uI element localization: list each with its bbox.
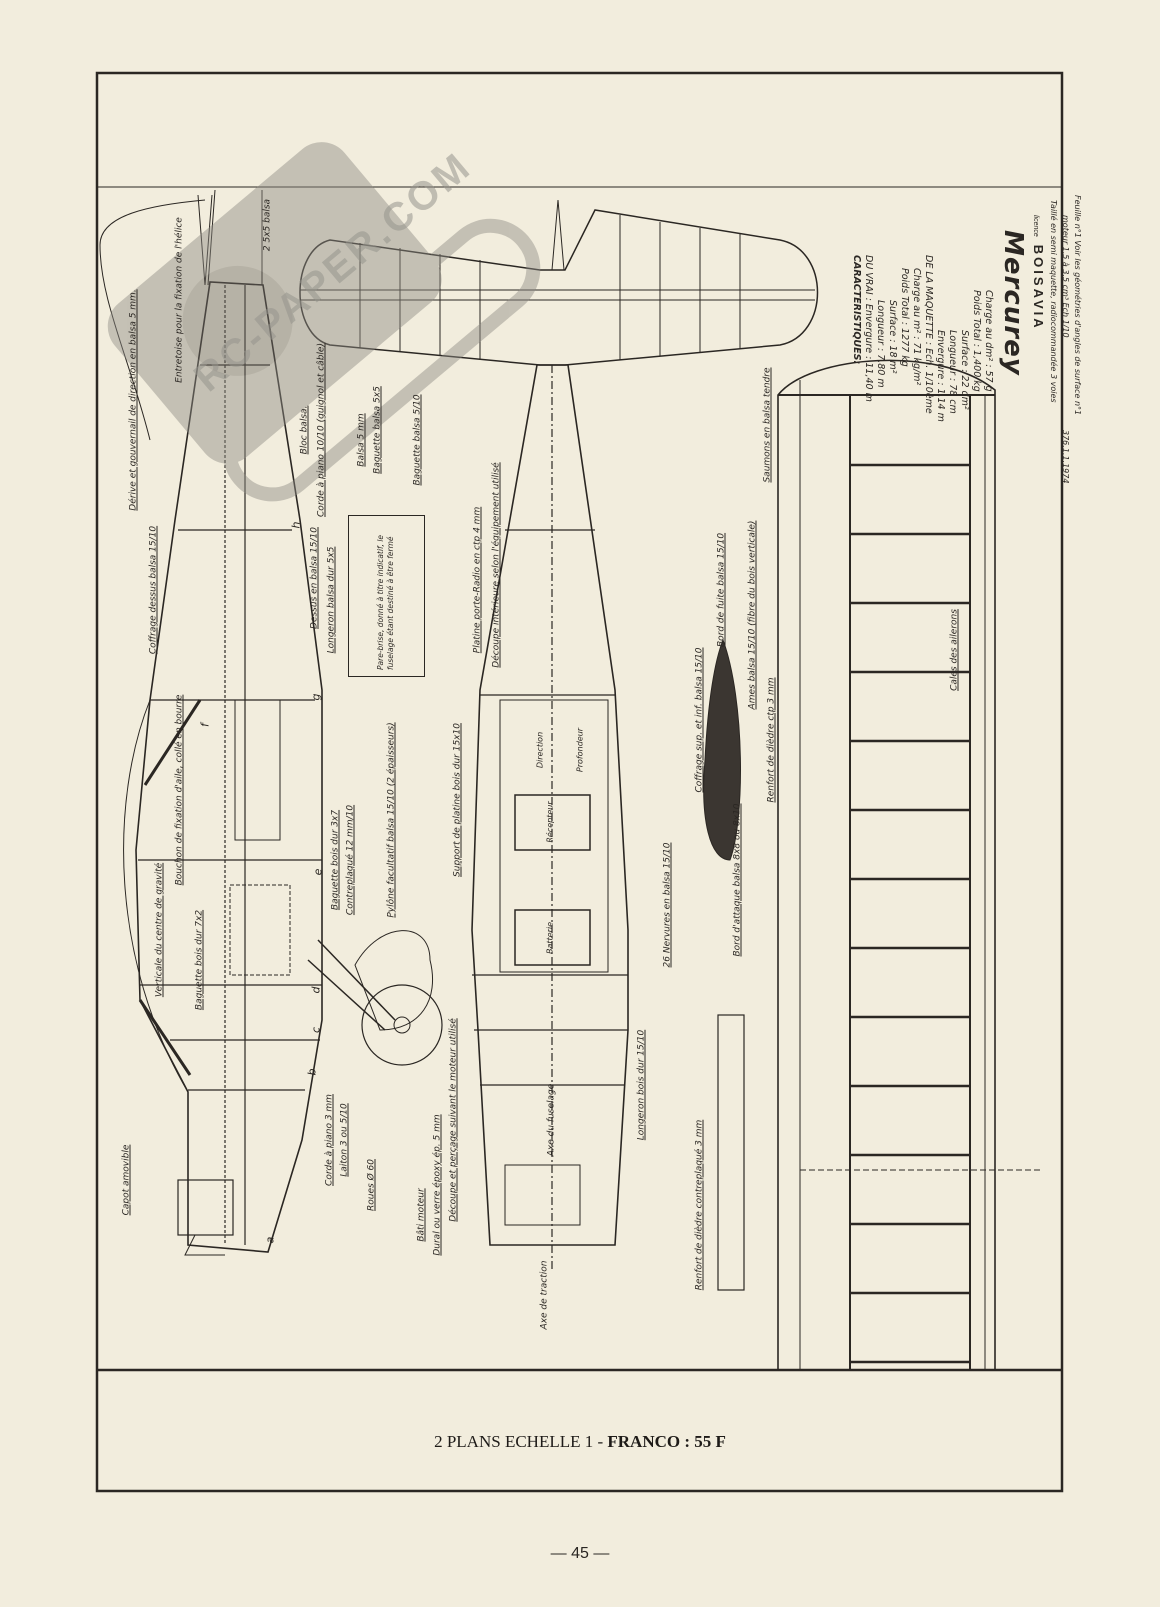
section-letter: a [263,1236,277,1244]
section-letter: c [309,1026,323,1034]
licence-label: licence [1032,215,1039,237]
annotation: Axe du fuselage [546,1083,557,1157]
annotation: Baguette balsa 5/10 [412,394,423,486]
annotation: Saumons en balsa tendre [762,367,773,483]
annotation: 26 Nervures en balsa 15/10 [662,842,673,968]
licence-name: BOISAVIA [1031,244,1046,331]
annotation: Axe de traction [539,1260,550,1330]
annotation: Découpe intérieure selon l'équipement ut… [491,462,502,668]
wing-spars [778,380,1040,1370]
annotation: 2 5x5 balsa [262,198,273,252]
licence: licenceBOISAVIA [1027,215,1046,331]
annotation: Dessus en balsa 15/10 [309,527,320,629]
annotation: Renfort de dièdre contreplaqué 3 mm [694,1119,705,1291]
top-view-bulkheads [472,365,628,1270]
page-number: — 45 — [550,1545,610,1562]
note-line: Feuille n°1 Voir les géométries d'angles… [1073,195,1082,416]
section-letter: d [309,986,323,994]
tailplane [299,209,819,366]
section-letter: b [305,1068,319,1076]
annotation: Laiton 3 ou 5/10 [339,1103,350,1177]
equipment-label: Profondeur [575,727,585,773]
annotation: Entretoise pour la fixation de l'hélice [174,217,185,383]
plan-price-caption: 2 PLANS ECHELLE 1 - FRANCO : 55 F [0,1432,1160,1452]
side-view-bulkheads [138,285,322,1245]
wing-ribs [850,463,970,1364]
annotation: Bouchon de fixation d'aile, collé en bou… [174,694,185,886]
spec-line: Surface : 18 m² [887,300,898,374]
annotation: Renfort de dièdre ctp 3 mm [766,677,777,803]
section-letter: g [309,693,323,701]
characteristics-heading: CARACTERISTIQUES: [851,255,862,365]
spec-line: DE LA MAQUETTE : Ech. 1/10ème [923,255,934,414]
section-letter: e [311,868,325,876]
annotation: Corde à piano 3 mm [324,1094,335,1186]
annotation: Support de platine bois dur 15x10 [452,723,463,877]
annotation: Bord d'attaque balsa 8x8 ou 8x10 [732,803,743,957]
spec-line: Envergure : 1,14 m [935,330,946,422]
annotation: Découpe et perçage suivant le moteur uti… [448,1018,459,1222]
equipment-label: Direction [535,731,545,769]
note-line: moteur 1,5 à 3,5 cm³ Ech 1/10 [1061,215,1070,338]
tailplane-ribs [300,215,815,360]
elevator-section [717,1014,745,1291]
wing-airfoil-section [703,638,741,861]
annotation: Cales des ailerons [949,609,960,691]
spec-line: DU VRAI : Envergure : 11,40 m [863,255,874,402]
wing-plan [777,359,996,1370]
section-letter: f [198,723,212,727]
wheel [361,984,443,1066]
radio-plate [499,699,609,973]
annotation: Corde à piano 10/10 (guignol et câble) [316,343,327,517]
annotation: Balsa 5 mm [356,413,367,467]
annotation: Pare-brise, donné à titre indicatif, le … [376,534,395,670]
annotation: Dérive et gouvernail de direction en bal… [128,289,139,511]
annotation: Baguette bois dur 3x7 [330,809,341,911]
spec-line: Charge au m² : 71 kg/m² [911,268,922,386]
annotation: Verticale du centre de gravité [154,862,165,998]
reference-number: 376.1.1.1974 [1061,430,1070,484]
spec-line: Poids Total : 1277 kg [899,268,910,367]
caption-price: FRANCO : 55 F [607,1432,726,1451]
annotation: Ames balsa 15/10 (fibre du bois vertical… [747,520,758,710]
spec-line: Surface : 22 dm² [959,330,970,410]
side-view-fuselage [135,281,323,1253]
spec-line: Longueur : 7,80 m [875,300,886,388]
top-view-fuselage [471,364,629,1246]
windscreen-note-box [348,515,425,677]
caption-text: 2 PLANS ECHELLE 1 - [434,1432,608,1451]
annotation: Baguette balsa 5x5 [372,386,383,474]
watermark [107,142,541,502]
side-view-fin [99,199,206,441]
annotation: Pylône facultatif balsa 15/10 (2 épaisse… [386,722,397,918]
annotation: Baguette bois dur 7x2 [194,909,205,1011]
spec-line: Longueur : 78 cm [947,330,958,414]
annotation: Coffrage dessus balsa 15/10 [148,525,159,655]
note-line: Taillé en semi maquette, radiocommandée … [1049,200,1058,403]
annotation: Longeron balsa dur 5x5 [326,546,337,654]
annotation: Capot amovible [121,1144,132,1216]
annotation: Platine porte-Radio en ctp 4 mm [472,506,483,654]
equipment-label: Récepteur [545,801,555,843]
spec-line: Poids Total : 1,400 kg [971,290,982,392]
equipment-label: Batterie [545,921,555,955]
annotation: Dural ou verre époxy ép. 5 mm [432,1114,443,1256]
section-letter: h [289,521,303,529]
annotation: Coffrage sup. et inf. balsa 15/10 [694,647,705,793]
wheel-fairing [354,930,434,1031]
engine [177,1179,234,1236]
annotation: Bloc balsa. [299,405,310,455]
annotation: Contreplaqué 12 mm/10 [345,804,356,916]
annotation: Longeron bois dur 15/10 [636,1029,647,1141]
annotation: Bord de fuite balsa 15/10 [716,532,727,648]
annotation: Roues Ø 60 [366,1159,377,1211]
model-name: Mercurey [998,230,1028,376]
undercarriage-leg [307,939,396,1031]
spec-line: Charge au dm² : 57 g [983,290,994,392]
annotation: Bâti moteur [416,1188,427,1242]
